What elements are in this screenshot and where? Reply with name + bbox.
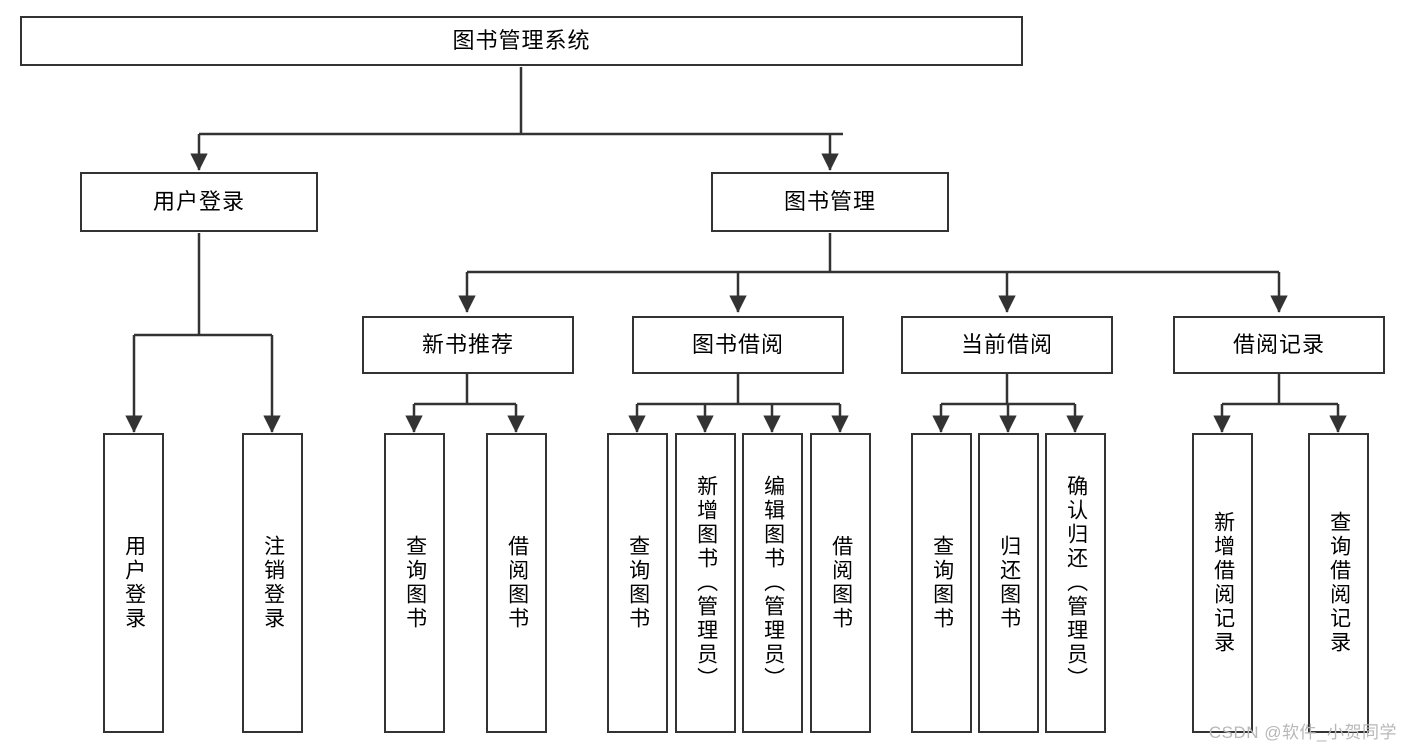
node-leaf-user-login-label: 用户登录: [122, 535, 146, 631]
node-leaf-query-book-2[interactable]: 查询图书: [607, 433, 668, 733]
node-leaf-logout[interactable]: 注销登录: [242, 433, 303, 733]
node-root-label: 图书管理系统: [452, 27, 591, 53]
node-current-borrow[interactable]: 当前借阅: [901, 316, 1113, 374]
node-leaf-return-book[interactable]: 归还图书: [978, 433, 1039, 733]
node-leaf-add-book-admin[interactable]: 新增图书（管理员）: [675, 433, 736, 733]
node-leaf-edit-book-admin-label: 编辑图书（管理员）: [761, 475, 785, 691]
node-leaf-borrow-book-2-label: 借阅图书: [829, 535, 853, 631]
node-borrow-record-label: 借阅记录: [1232, 331, 1325, 357]
node-new-book-recommend-label: 新书推荐: [421, 331, 514, 357]
node-book-borrow-label: 图书借阅: [691, 331, 784, 357]
node-leaf-query-book-1-label: 查询图书: [403, 535, 427, 631]
node-new-book-recommend[interactable]: 新书推荐: [362, 316, 574, 374]
node-leaf-query-book-3-label: 查询图书: [930, 535, 954, 631]
node-leaf-query-book-2-label: 查询图书: [626, 535, 650, 631]
node-borrow-record[interactable]: 借阅记录: [1173, 316, 1385, 374]
node-book-borrow[interactable]: 图书借阅: [632, 316, 844, 374]
node-user-login-label: 用户登录: [152, 188, 245, 214]
node-root[interactable]: 图书管理系统: [20, 16, 1023, 66]
node-leaf-add-borrow-record-label: 新增借阅记录: [1211, 511, 1235, 655]
node-leaf-add-book-admin-label: 新增图书（管理员）: [694, 475, 718, 691]
node-leaf-confirm-return-admin-label: 确认归还（管理员）: [1064, 475, 1088, 691]
node-leaf-query-book-3[interactable]: 查询图书: [911, 433, 972, 733]
node-leaf-borrow-book-1-label: 借阅图书: [505, 535, 529, 631]
node-leaf-borrow-book-2[interactable]: 借阅图书: [810, 433, 871, 733]
node-leaf-query-borrow-record[interactable]: 查询借阅记录: [1308, 433, 1369, 733]
node-book-management-label: 图书管理: [783, 188, 876, 214]
node-leaf-logout-label: 注销登录: [261, 535, 285, 631]
node-leaf-borrow-book-1[interactable]: 借阅图书: [486, 433, 547, 733]
node-leaf-confirm-return-admin[interactable]: 确认归还（管理员）: [1045, 433, 1106, 733]
node-leaf-return-book-label: 归还图书: [997, 535, 1021, 631]
node-book-management[interactable]: 图书管理: [711, 172, 949, 232]
node-leaf-add-borrow-record[interactable]: 新增借阅记录: [1192, 433, 1253, 733]
node-leaf-user-login[interactable]: 用户登录: [103, 433, 164, 733]
node-user-login[interactable]: 用户登录: [80, 172, 318, 232]
csdn-watermark: CSDN @软件_小贺同学: [1208, 723, 1397, 742]
node-leaf-query-borrow-record-label: 查询借阅记录: [1327, 511, 1351, 655]
node-leaf-query-book-1[interactable]: 查询图书: [384, 433, 445, 733]
node-leaf-edit-book-admin[interactable]: 编辑图书（管理员）: [742, 433, 803, 733]
node-current-borrow-label: 当前借阅: [960, 331, 1053, 357]
